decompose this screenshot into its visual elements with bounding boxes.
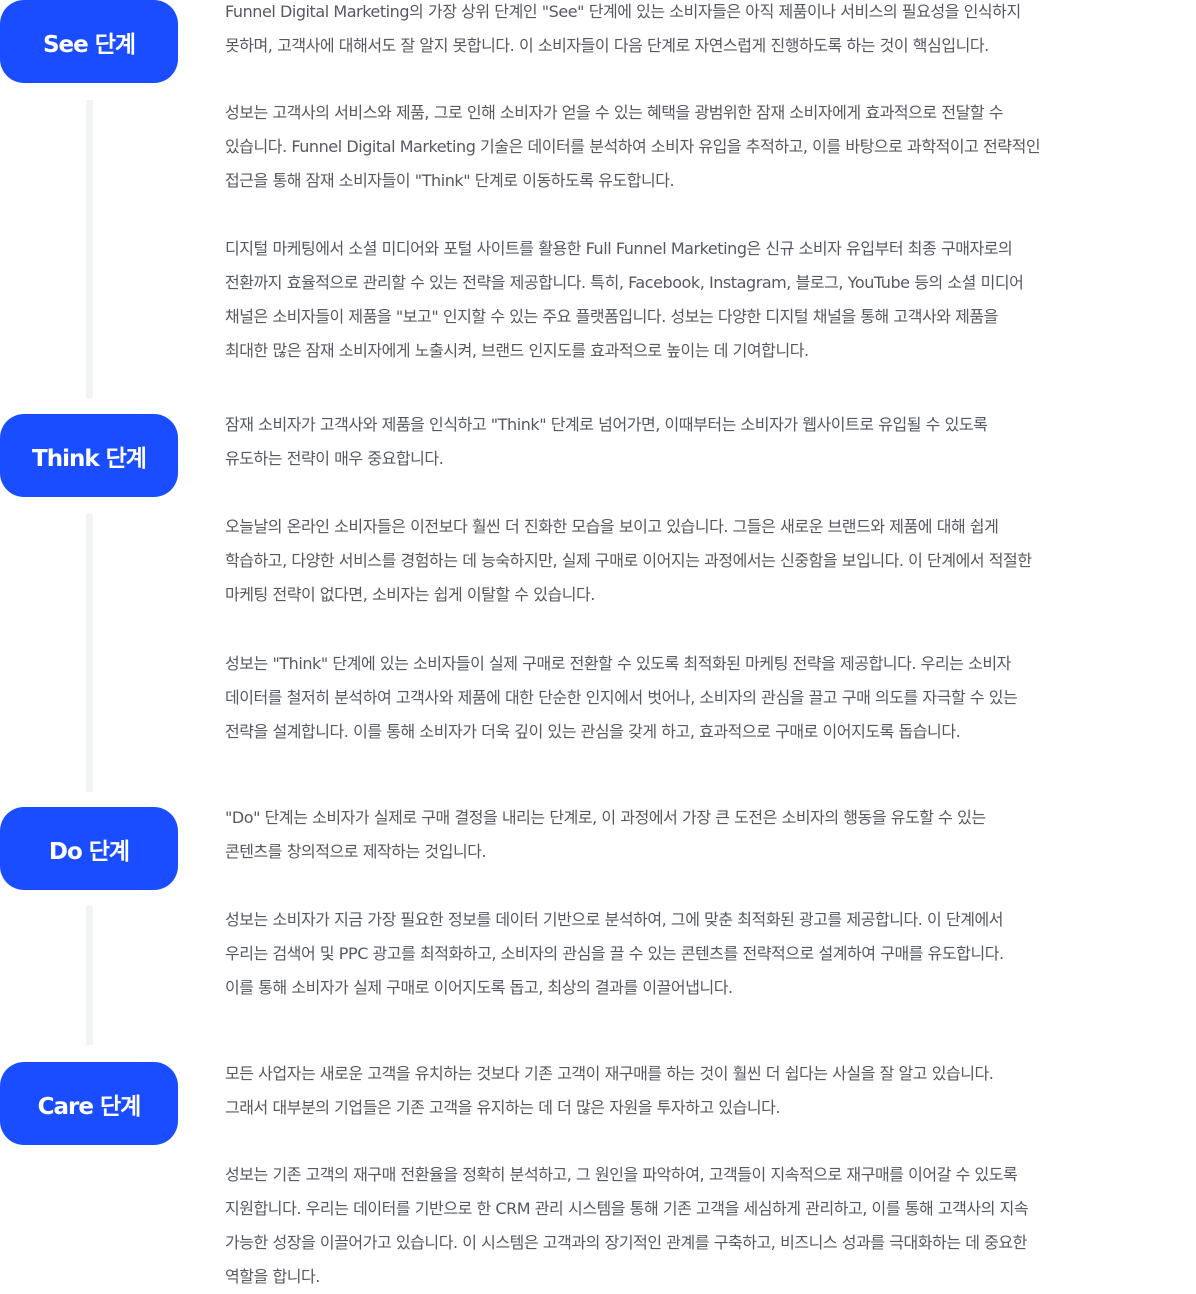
timeline-connector <box>86 100 93 398</box>
care-paragraph-1: 모든 사업자는 새로운 고객을 유치하는 것보다 기존 고객이 재구매를 하는 … <box>225 1064 994 1117</box>
do-paragraph-2: 성보는 소비자가 지금 가장 필요한 정보를 데이터 기반으로 분석하여, 그에… <box>225 910 1004 997</box>
care-stage-badge: Care 단계 <box>0 1062 178 1145</box>
see-paragraph-2: 성보는 고객사의 서비스와 제품, 그로 인해 소비자가 얻을 수 있는 혜택을… <box>225 103 1041 190</box>
think-stage-badge: Think 단계 <box>0 414 178 497</box>
think-paragraph-3: 성보는 "Think" 단계에 있는 소비자들이 실제 구매로 전환할 수 있도… <box>225 654 1018 741</box>
care-paragraph-2: 성보는 기존 고객의 재구매 전환율을 정확히 분석하고, 그 원인을 파악하여… <box>225 1165 1029 1286</box>
see-paragraph-1: Funnel Digital Marketing의 가장 상위 단계인 "See… <box>225 2 1021 55</box>
timeline-connector <box>86 514 93 792</box>
timeline-connector <box>86 906 93 1045</box>
do-stage-badge: Do 단계 <box>0 807 178 890</box>
see-stage-badge: See 단계 <box>0 0 178 83</box>
do-paragraph-1: "Do" 단계는 소비자가 실제로 구매 결정을 내리는 단계로, 이 과정에서… <box>225 808 986 861</box>
see-paragraph-3: 디지털 마케팅에서 소셜 미디어와 포털 사이트를 활용한 Full Funne… <box>225 239 1024 360</box>
think-paragraph-1: 잠재 소비자가 고객사와 제품을 인식하고 "Think" 단계로 넘어가면, … <box>225 415 988 468</box>
think-paragraph-2: 오늘날의 온라인 소비자들은 이전보다 훨씬 더 진화한 모습을 보이고 있습니… <box>225 517 1032 604</box>
